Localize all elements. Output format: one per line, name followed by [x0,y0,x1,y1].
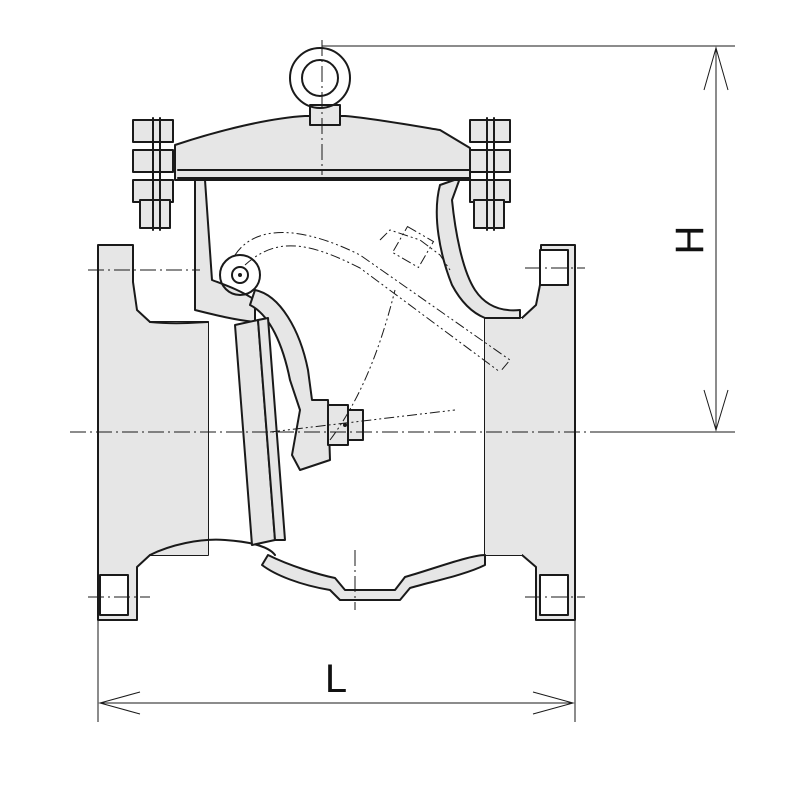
dimension-h [322,45,735,433]
length-dimension-label: L [325,657,347,701]
left-bonnet-bolt [132,117,174,231]
height-dimension-label: H [668,226,712,255]
disc-open-phantom [234,225,511,441]
valve-body [97,174,576,621]
eye-bolt [289,47,351,109]
bonnet-cover [174,104,471,181]
center-lines [70,40,600,610]
dimension-l [97,620,576,722]
hinge-pin [219,254,261,296]
right-bonnet-bolt [469,117,511,231]
disc-nut [327,404,364,446]
